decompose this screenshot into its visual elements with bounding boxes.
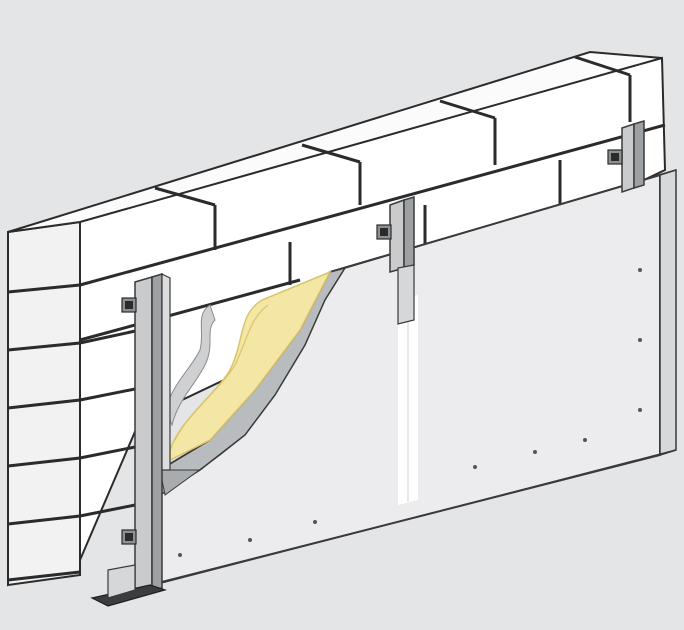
wall-bracket-icon: [121, 529, 137, 545]
front-left-courses: [79, 328, 141, 518]
wall-top-face: [7, 50, 663, 233]
wall-bracket-icon: [376, 224, 392, 240]
wall-brackets: [121, 149, 623, 545]
board-right-edge: [659, 168, 677, 457]
insulation-contour: [174, 304, 269, 441]
stud-middle: [389, 195, 415, 325]
board-screws: [178, 268, 642, 557]
wall-bracket-icon: [121, 297, 137, 313]
floor-track-upstand: [107, 564, 136, 599]
lower-foil-strip: [159, 434, 246, 496]
front-mortar-perps: [213, 75, 632, 285]
stud-middle-below: [397, 264, 415, 325]
stud-right: [621, 119, 645, 194]
stud-middle-web: [403, 195, 415, 270]
end-mortar-courses: [7, 283, 81, 582]
stud-middle-flange: [389, 198, 405, 273]
stud-left-flange: [134, 275, 153, 594]
top-mortar-joints: [154, 55, 631, 207]
stud-right-web: [633, 119, 645, 190]
stud-right-flange: [621, 122, 635, 194]
wall-bracket-icon: [607, 149, 623, 165]
floor-track-icon: [90, 564, 168, 607]
stud-left-web: [151, 272, 163, 591]
stud-left-lip: [161, 273, 171, 471]
plasterboard: [148, 168, 677, 587]
inner-board-skin: [164, 304, 216, 427]
cutaway-layers: [159, 266, 347, 497]
front-mortar-courses: [79, 123, 666, 342]
